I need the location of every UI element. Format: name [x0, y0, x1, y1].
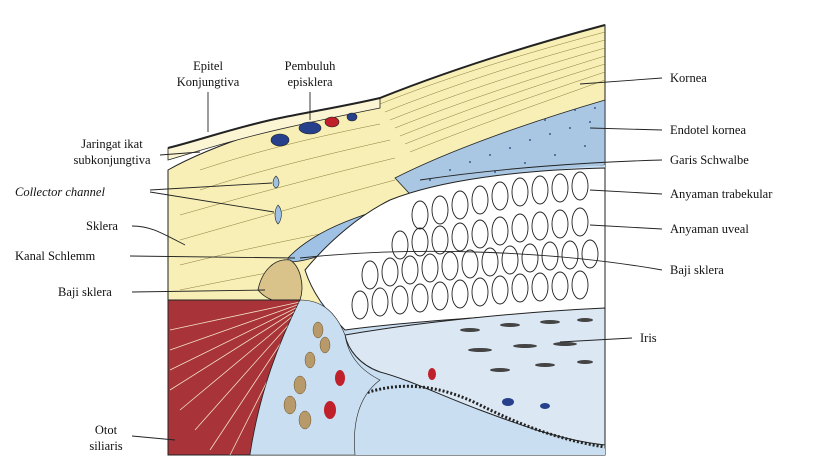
episcleral-vessel-2: [299, 122, 321, 134]
red-vessel-2: [324, 401, 336, 419]
label-baji-sklera-right: Baji sklera: [670, 263, 724, 277]
label-konjungtiva: Konjungtiva: [177, 75, 240, 89]
label-otot: Otot: [95, 423, 118, 437]
label-baji-sklera-left: Baji sklera: [58, 285, 112, 299]
episcleral-vessel-1: [271, 134, 289, 146]
red-vessel-1: [335, 370, 345, 386]
label-anyaman-trabekular: Anyaman trabekular: [670, 187, 773, 201]
label-endotel-kornea: Endotel kornea: [670, 123, 746, 137]
label-garis-schwalbe: Garis Schwalbe: [670, 153, 749, 167]
label-anyaman-uveal: Anyaman uveal: [670, 222, 749, 236]
label-collector-channel: Collector channel: [15, 185, 105, 199]
label-kanal-schlemm: Kanal Schlemm: [15, 249, 95, 263]
label-iris: Iris: [640, 331, 657, 345]
label-epitel: Epitel: [193, 59, 223, 73]
label-subkonjungtiva: subkonjungtiva: [73, 153, 151, 167]
label-sklera: Sklera: [86, 219, 118, 233]
red-vessel-3: [428, 368, 436, 380]
label-episklera: episklera: [287, 75, 333, 89]
label-kornea: Kornea: [670, 71, 707, 85]
label-jaringat-ikat: Jaringat ikat: [81, 137, 143, 151]
label-siliaris: siliaris: [89, 439, 122, 453]
label-pembuluh: Pembuluh: [285, 59, 336, 73]
iris-vessel-blue-2: [540, 403, 550, 409]
episcleral-vessel-4: [347, 113, 357, 121]
iris-vessel-blue-1: [502, 398, 514, 406]
episcleral-vessel-3: [325, 117, 339, 127]
